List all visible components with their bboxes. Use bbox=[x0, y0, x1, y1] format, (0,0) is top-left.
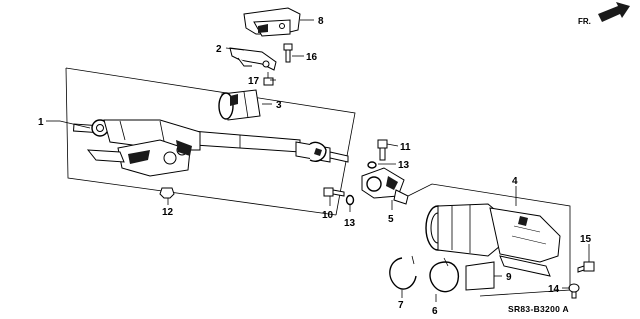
cover-plate-part-8[interactable] bbox=[243, 7, 301, 37]
boot-group-frame bbox=[407, 183, 571, 297]
bolt-part-16[interactable] bbox=[283, 43, 293, 63]
callout-9: 9 bbox=[506, 272, 512, 283]
callout-4: 4 bbox=[512, 176, 518, 187]
bolt-part-11[interactable] bbox=[377, 139, 388, 161]
callout-11: 11 bbox=[400, 142, 411, 153]
callout-5: 5 bbox=[388, 214, 394, 225]
callout-14: 14 bbox=[548, 284, 560, 295]
boot-cover-part-4[interactable] bbox=[425, 203, 561, 277]
callout-7: 7 bbox=[398, 300, 404, 311]
joint-part-5[interactable] bbox=[361, 167, 409, 205]
callout-12: 12 bbox=[162, 207, 174, 218]
diagram-part-code: SR83-B3200 A bbox=[508, 304, 569, 314]
callout-8: 8 bbox=[318, 16, 324, 27]
callout-15: 15 bbox=[580, 234, 592, 245]
callout-17: 17 bbox=[248, 76, 260, 87]
washer-part-13-upper[interactable] bbox=[367, 161, 377, 169]
callout-6: 6 bbox=[432, 306, 438, 317]
callout-labels: 1 2 3 4 5 6 7 8 9 10 11 12 13 13 14 15 1… bbox=[38, 16, 592, 317]
nut-part-17[interactable] bbox=[263, 72, 274, 86]
strip-part-9[interactable] bbox=[465, 261, 495, 291]
front-direction-arrow-icon bbox=[598, 2, 630, 22]
callout-16: 16 bbox=[306, 52, 318, 63]
bolt-part-15[interactable] bbox=[577, 261, 595, 273]
clamp-ring-part-7[interactable] bbox=[389, 255, 417, 290]
callout-10: 10 bbox=[322, 210, 334, 221]
nut-part-12[interactable] bbox=[159, 187, 175, 199]
callout-1: 1 bbox=[38, 117, 44, 128]
leader-lines bbox=[46, 19, 590, 302]
collar-part-3[interactable] bbox=[218, 89, 261, 121]
clamp-ring-part-6[interactable] bbox=[429, 257, 460, 293]
callout-2: 2 bbox=[216, 44, 222, 55]
bolt-part-10[interactable] bbox=[323, 187, 345, 197]
washer-part-13-lower[interactable] bbox=[345, 194, 355, 206]
front-direction-label: FR. bbox=[578, 17, 591, 26]
callout-3: 3 bbox=[276, 100, 282, 111]
clip-part-14[interactable] bbox=[568, 283, 580, 299]
callout-13-upper: 13 bbox=[398, 160, 410, 171]
callout-13-lower: 13 bbox=[344, 218, 356, 229]
steering-column-assembly[interactable] bbox=[72, 119, 349, 177]
steering-column-group-frame bbox=[65, 67, 356, 216]
bracket-part-2[interactable] bbox=[229, 47, 277, 71]
